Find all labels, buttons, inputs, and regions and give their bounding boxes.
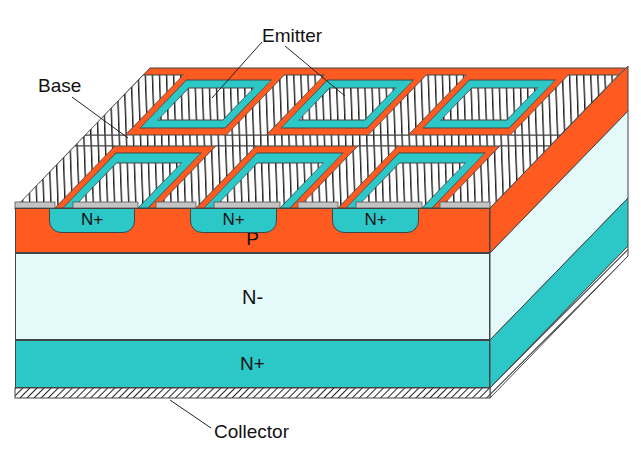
n-plus-well: N+	[49, 208, 135, 233]
base-finger	[85, 75, 183, 135]
emitter-pad	[299, 88, 396, 120]
emitter-pad	[441, 88, 538, 120]
layer-label: N-	[242, 286, 263, 308]
emitter-pad	[356, 163, 465, 208]
base-bus	[75, 135, 561, 146]
emitter-pad	[214, 163, 323, 208]
base-metal	[15, 75, 618, 208]
layer-label: N+	[364, 211, 386, 230]
leader-line	[285, 46, 345, 96]
base-finger	[510, 75, 618, 135]
leader-line	[212, 42, 262, 98]
leader-line	[170, 400, 211, 428]
emitter-pad	[73, 163, 181, 208]
p-layer: PN+N+N+	[15, 208, 490, 253]
terminal-label: Emitter	[262, 26, 322, 47]
n-plus-substrate: N+	[15, 340, 490, 388]
side-n-plus-layer	[490, 198, 628, 388]
n-minus-layer: N-	[15, 253, 490, 340]
leader-line	[72, 97, 128, 138]
base-finger	[440, 146, 550, 208]
emitter-metal	[73, 88, 538, 208]
layer-label: N+	[81, 211, 103, 230]
base-finger	[226, 75, 324, 135]
emitter-pad	[158, 88, 254, 120]
base-finger	[368, 75, 466, 135]
layer-label: N+	[240, 354, 265, 375]
top-face	[15, 68, 625, 208]
terminal-label: Collector	[214, 422, 289, 443]
terminal-label: Base	[38, 76, 81, 97]
top-p-surface	[15, 68, 625, 208]
n-plus-well: N+	[190, 208, 277, 233]
n-plus-well: N+	[332, 208, 419, 233]
collector-metal	[15, 388, 490, 398]
layer-label: N+	[222, 211, 244, 230]
side-collector-metal	[490, 246, 628, 398]
